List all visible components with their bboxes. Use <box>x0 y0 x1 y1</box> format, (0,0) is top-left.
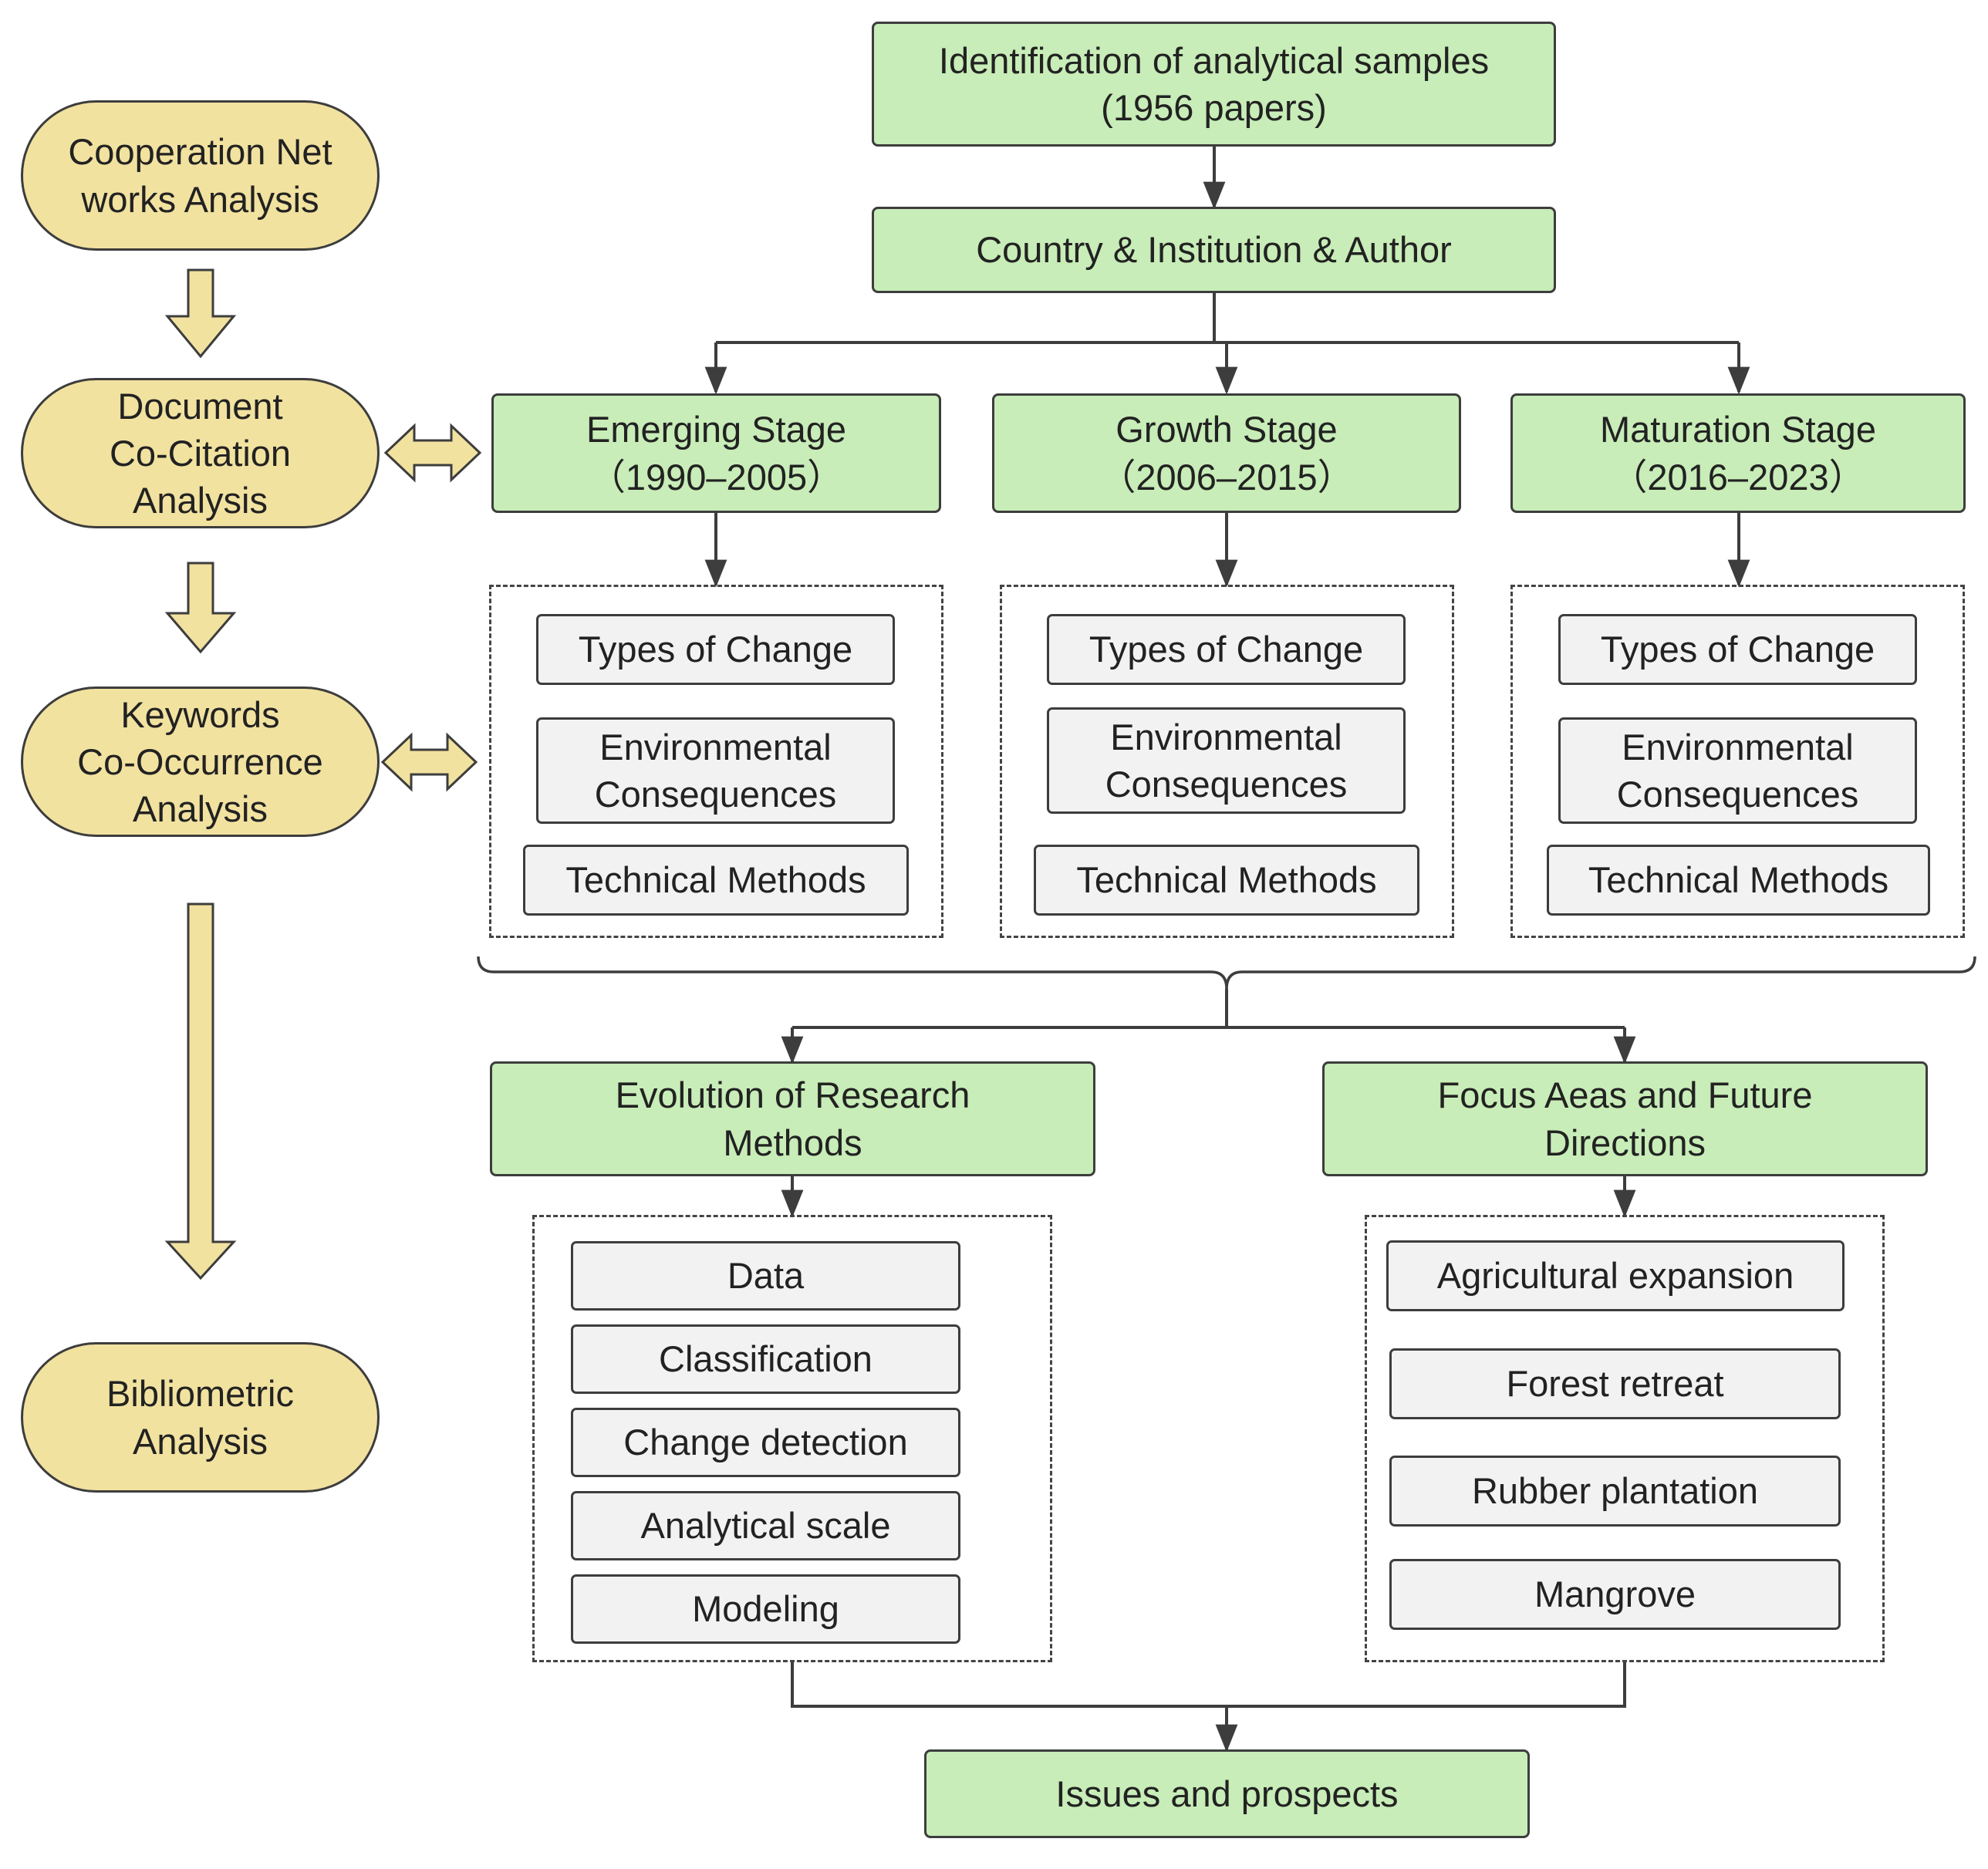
growth-types-of-change: Types of Change <box>1047 614 1406 685</box>
emerging-types-of-change: Types of Change <box>536 614 895 685</box>
focus-item-mangrove: Mangrove <box>1389 1559 1841 1630</box>
curly-brace <box>477 956 1976 990</box>
focus-item-agricultural-expansion: Agricultural expansion <box>1386 1240 1845 1311</box>
evolution-group <box>532 1215 1052 1662</box>
block-arrow-down-3 <box>164 902 237 1280</box>
samples-node: Identification of analytical samples (19… <box>872 22 1556 147</box>
evolution-item-modeling: Modeling <box>571 1574 960 1644</box>
focus-areas-node: Focus Aeas and Future Directions <box>1322 1061 1928 1176</box>
stage-growth: Growth Stage （2006–2015） <box>992 393 1461 513</box>
growth-environmental-consequences: Environmental Consequences <box>1047 707 1406 814</box>
growth-technical-methods: Technical Methods <box>1034 845 1419 916</box>
maturation-group <box>1510 585 1965 938</box>
emerging-technical-methods: Technical Methods <box>523 845 909 916</box>
document-cocitation-node: Document Co-Citation Analysis <box>21 378 380 528</box>
emerging-environmental-consequences: Environmental Consequences <box>536 717 895 824</box>
evolution-item-change-detection: Change detection <box>571 1408 960 1477</box>
emerging-group <box>489 585 943 938</box>
issues-and-prospects-node: Issues and prospects <box>924 1749 1530 1838</box>
evolution-item-classification: Classification <box>571 1324 960 1394</box>
evolution-item-data: Data <box>571 1241 960 1311</box>
country-institution-author-node: Country & Institution & Author <box>872 207 1556 293</box>
connector-groups-to-issues <box>791 1662 1626 1708</box>
stage-emerging: Emerging Stage （1990–2005） <box>491 393 941 513</box>
evolution-item-analytical-scale: Analytical scale <box>571 1491 960 1560</box>
bibliometric-node: Bibliometric Analysis <box>21 1342 380 1493</box>
block-arrow-down-1 <box>164 268 237 359</box>
maturation-technical-methods: Technical Methods <box>1547 845 1930 916</box>
double-arrow-keywords <box>380 732 478 792</box>
maturation-types-of-change: Types of Change <box>1558 614 1917 685</box>
focus-group <box>1365 1215 1885 1662</box>
focus-item-rubber-plantation: Rubber plantation <box>1389 1456 1841 1527</box>
focus-item-forest-retreat: Forest retreat <box>1389 1348 1841 1419</box>
growth-group <box>1000 585 1454 938</box>
evolution-of-research-methods-node: Evolution of Research Methods <box>490 1061 1095 1176</box>
maturation-environmental-consequences: Environmental Consequences <box>1558 717 1917 824</box>
keywords-cooccurrence-node: Keywords Co-Occurrence Analysis <box>21 687 380 837</box>
cooperation-networks-node: Cooperation Net works Analysis <box>21 100 380 251</box>
block-arrow-down-2 <box>164 562 237 654</box>
stage-maturation: Maturation Stage （2016–2023） <box>1510 393 1966 513</box>
double-arrow-document <box>383 423 482 483</box>
